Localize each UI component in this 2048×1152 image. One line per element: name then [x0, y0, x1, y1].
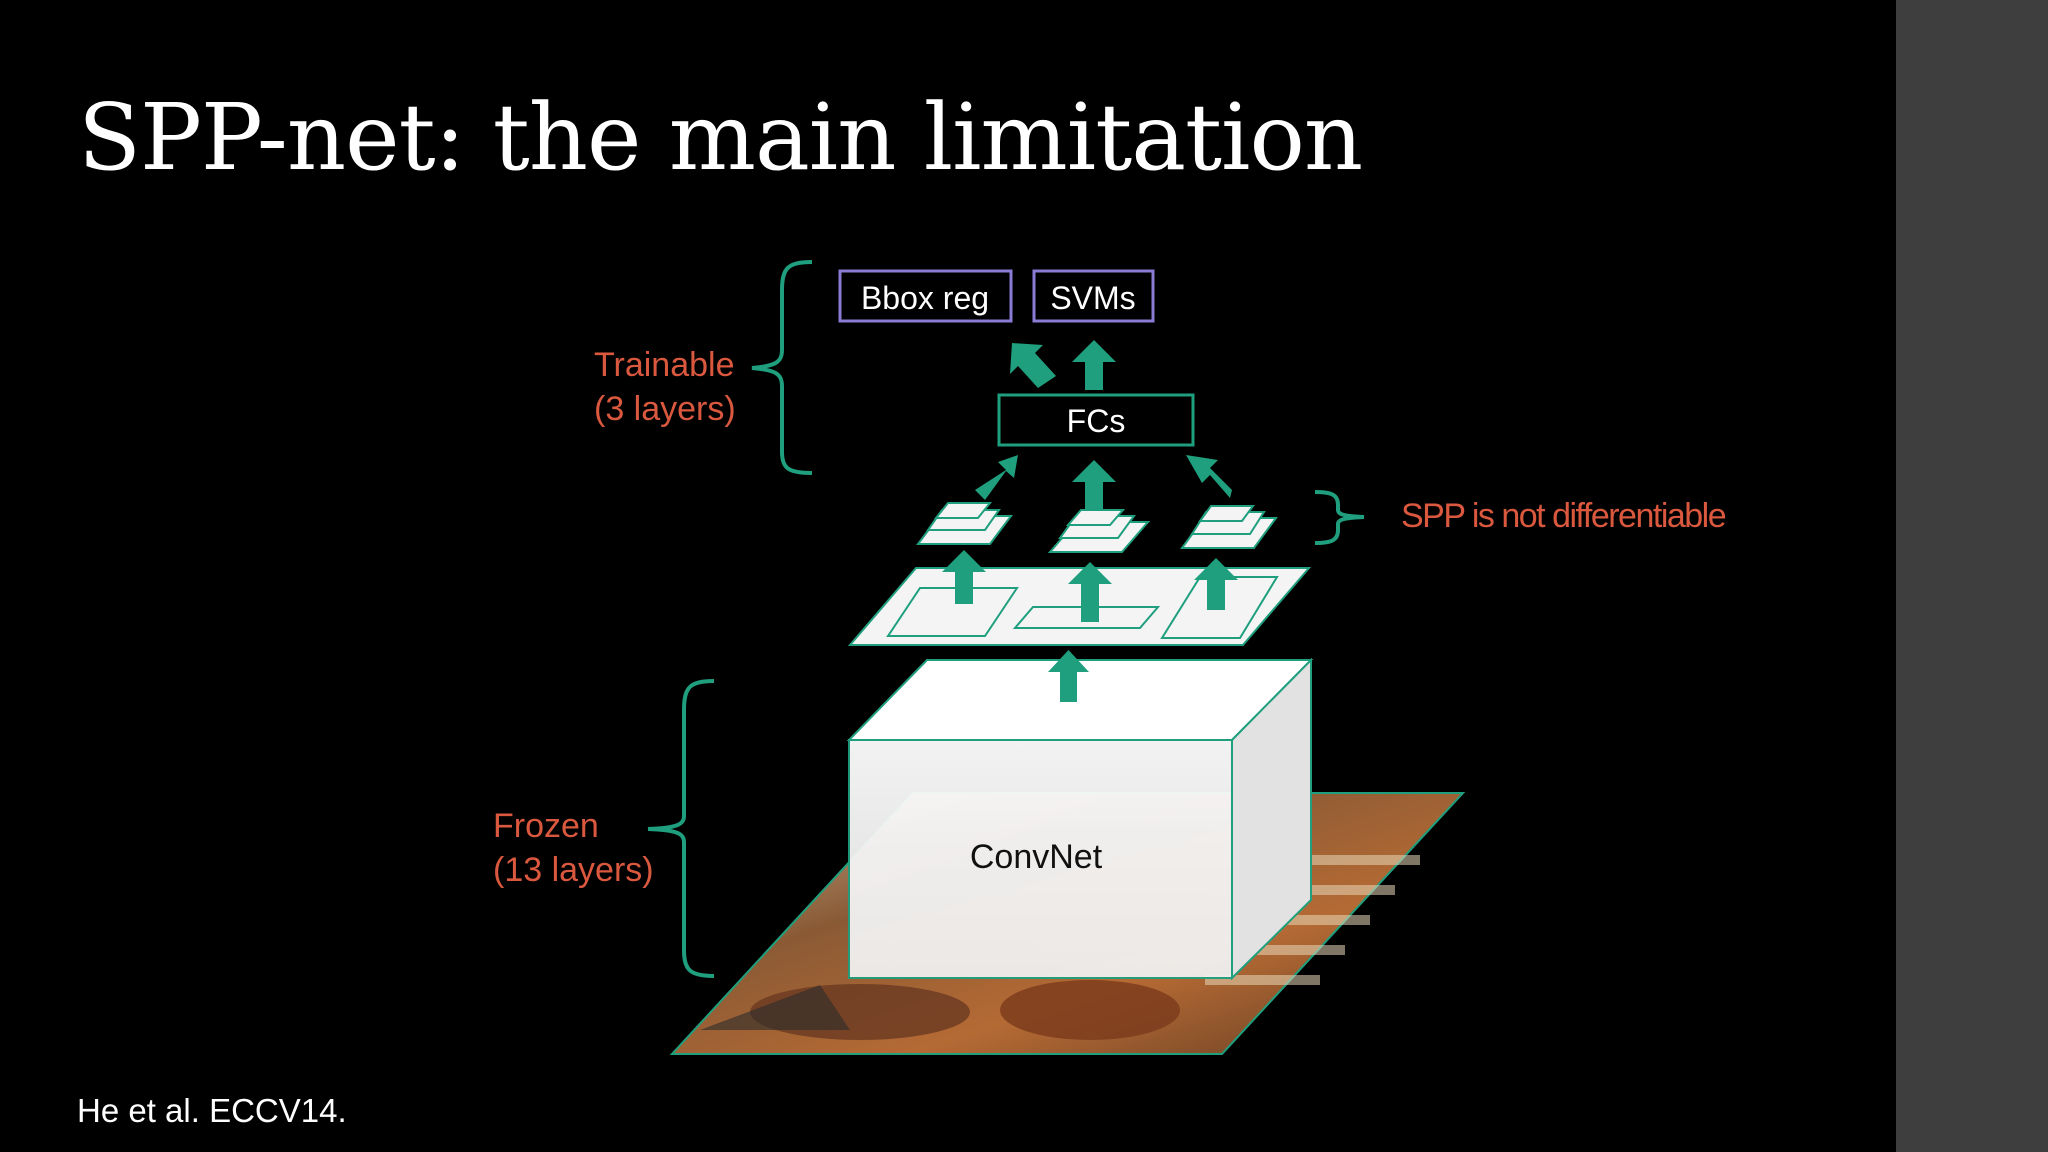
trainable-label: Trainable [594, 346, 734, 384]
spp-to-fc-arrows [975, 455, 1232, 510]
spp-note-label: SPP is not differentiable [1401, 497, 1726, 535]
citation: He et al. ECCV14. [77, 1092, 347, 1130]
svms-label: SVMs [1050, 280, 1135, 316]
spp-bracket [1315, 492, 1364, 543]
bbox-reg-label: Bbox reg [861, 280, 989, 316]
trainable-bracket [752, 262, 812, 473]
convnet-label: ConvNet [970, 838, 1103, 876]
fcs-label: FCs [1067, 403, 1126, 439]
fcs-box: FCs [999, 395, 1193, 445]
frozen-label: Frozen [493, 807, 599, 845]
svms-box: SVMs [1034, 271, 1153, 321]
frozen-layers-label: (13 layers) [493, 851, 654, 889]
bbox-reg-box: Bbox reg [840, 271, 1011, 321]
trainable-layers-label: (3 layers) [594, 390, 736, 428]
frozen-bracket [648, 681, 714, 976]
spp-pooled-features [918, 503, 1276, 552]
fc-to-head-arrows [1010, 340, 1116, 390]
convnet-box: ConvNet [849, 660, 1311, 978]
